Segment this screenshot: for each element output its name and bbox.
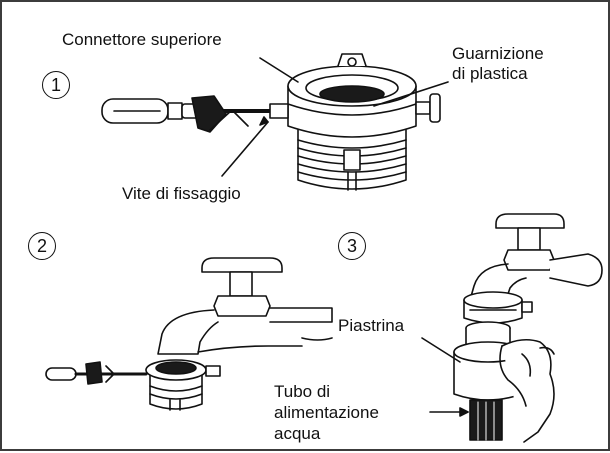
label-plastic-gasket-line2: di plastica <box>452 64 528 83</box>
step1-screwdriver <box>101 95 272 133</box>
step2-connector <box>145 359 221 411</box>
leader-fixing-screw <box>221 121 269 177</box>
leader-upper-connector <box>259 57 299 83</box>
step3-faucet <box>463 213 603 324</box>
step3-hand <box>499 338 555 443</box>
leader-plate <box>421 337 461 363</box>
step-1-marker: 1 <box>42 71 70 99</box>
label-upper-connector: Connettore superiore <box>62 30 222 49</box>
label-plastic-gasket-line1: Guarnizione <box>452 44 544 63</box>
label-water-hose-line2: alimentazione <box>274 403 379 422</box>
label-plate: Piastrina <box>338 316 405 335</box>
step1-connector <box>269 53 441 191</box>
step2-screwdriver <box>45 361 148 385</box>
label-water-hose-line3: acqua <box>274 424 321 443</box>
step-3-marker: 3 <box>338 232 366 260</box>
leader-plastic-gasket <box>373 81 449 107</box>
step-2-marker: 2 <box>28 232 56 260</box>
label-fixing-screw: Vite di fissaggio <box>122 184 241 203</box>
step2-faucet <box>157 257 333 355</box>
label-water-hose-line1: Tubo di <box>274 382 331 401</box>
